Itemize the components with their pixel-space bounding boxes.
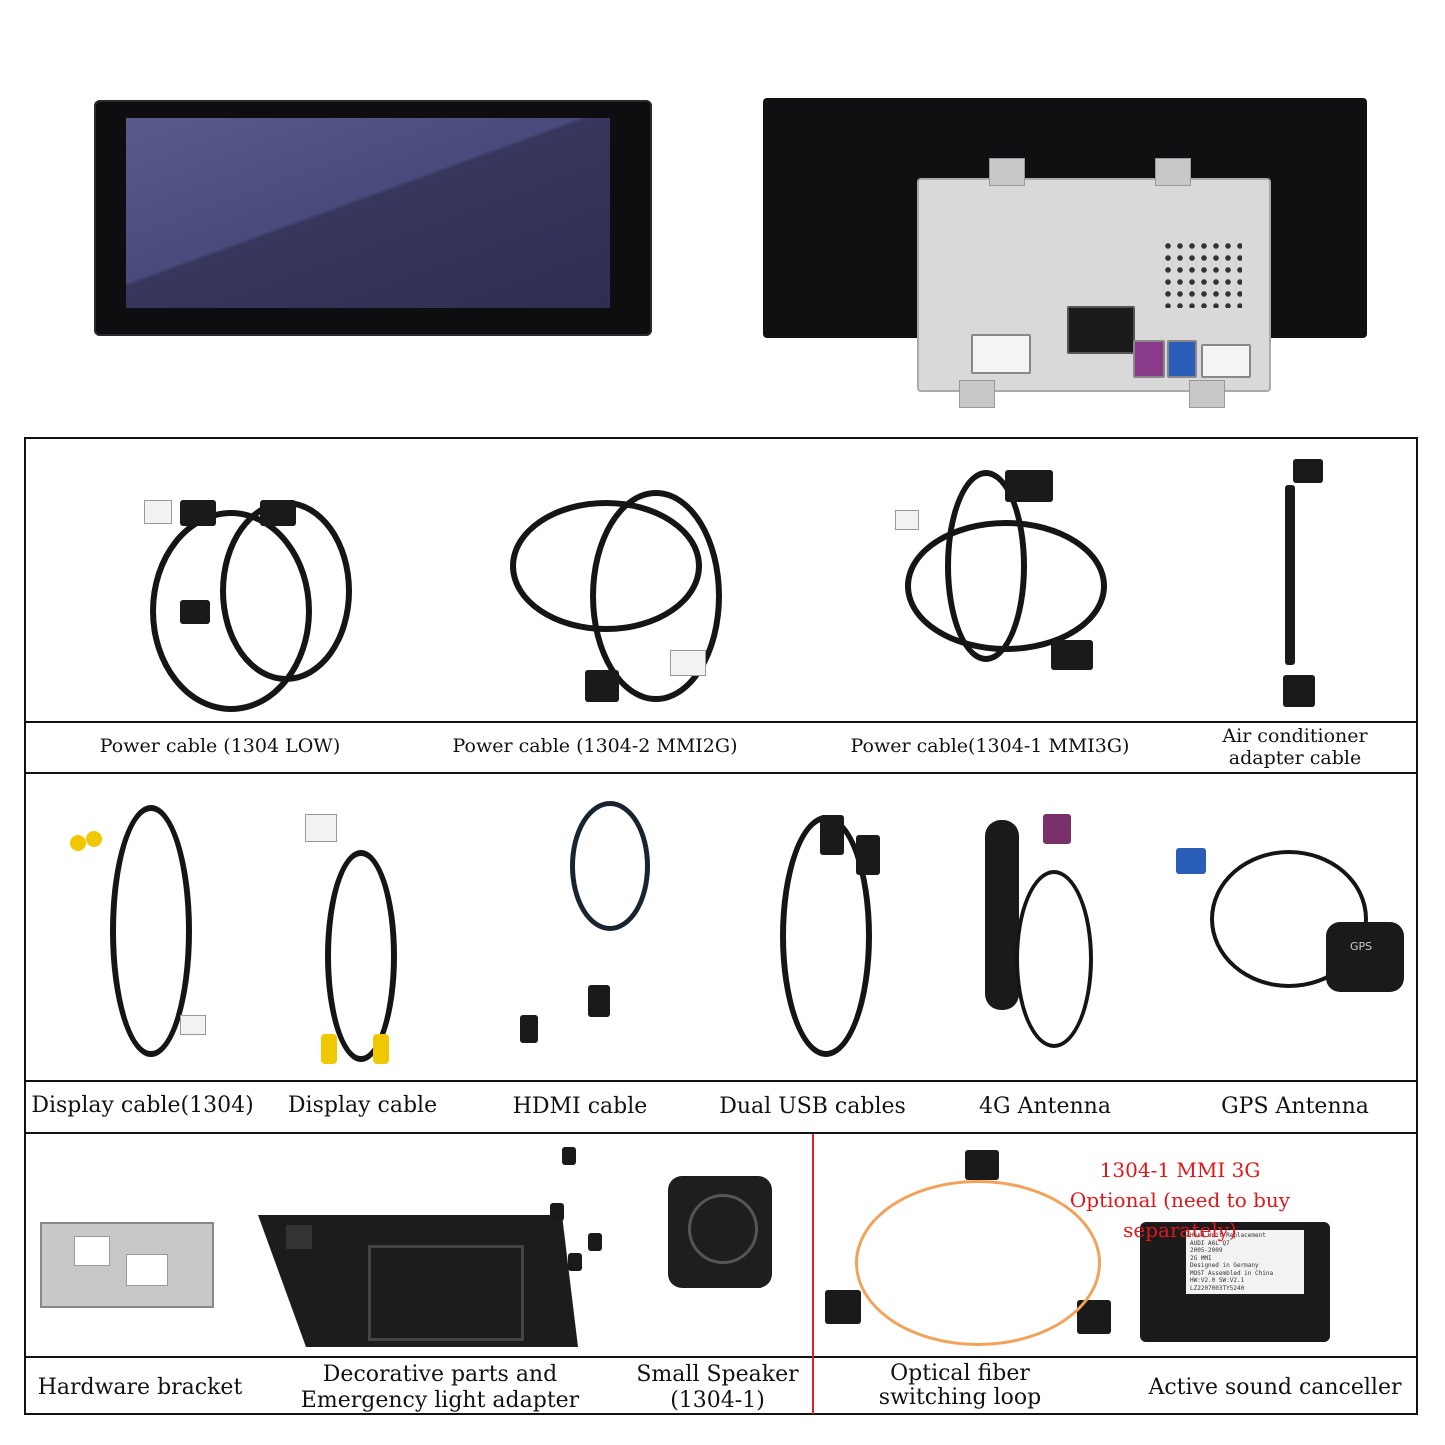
label-line: Air conditioner: [1222, 725, 1368, 747]
gps-antenna-image: GPS: [1170, 840, 1410, 1020]
head-unit-housing: [917, 158, 1271, 408]
hazard-button: [286, 1225, 312, 1249]
small-speaker-image: [668, 1176, 772, 1288]
sticker-line: 2005-2009: [1190, 1247, 1223, 1254]
sticker-line: Head Unit Replacement: [1190, 1232, 1266, 1239]
label-gps-antenna: GPS Antenna: [1221, 1094, 1369, 1119]
decorative-panel-image: [258, 1215, 578, 1347]
section-divider-red: [812, 1134, 814, 1414]
label-line: Optical fiber: [890, 1361, 1030, 1386]
air-conditioner-cable-image: [1255, 455, 1355, 710]
row-divider: [26, 772, 1418, 774]
label-line: (1304-1): [670, 1388, 765, 1413]
optional-note: 1304-1 MMI 3G Optional (need to buy sepa…: [1010, 1155, 1350, 1245]
gps-puck-text: GPS: [1350, 940, 1373, 953]
display-cable-1304-image: [60, 795, 220, 1057]
white-connector: [971, 334, 1031, 374]
row-divider: [26, 1080, 1418, 1082]
power-cable-mmi2g-image: [470, 460, 770, 710]
panel-cutout: [368, 1245, 524, 1341]
label-power-cable-mmi2g: Power cable (1304-2 MMI2G): [452, 735, 738, 757]
label-small-speaker: Small Speaker (1304-1): [630, 1362, 805, 1414]
label-optical-fiber: Optical fiber switching loop: [860, 1362, 1060, 1410]
power-cable-mmi3g-image: [855, 460, 1175, 710]
sticker-line: HW:V2.0 SW:V2.1: [1190, 1277, 1245, 1284]
accessories-grid: [24, 437, 1418, 1415]
label-line: Emergency light adapter: [300, 1388, 580, 1413]
black-connector: [1067, 306, 1135, 354]
optional-note-line: Optional (need to buy separately): [1069, 1188, 1291, 1242]
sticker-line: LZ2207003TY5240: [1190, 1284, 1245, 1292]
active-sound-canceller-image: Head Unit Replacement AUDI A6L Q7 2005-2…: [1140, 1222, 1330, 1342]
display-cable-image: [295, 800, 435, 1070]
screen-front-view: [94, 100, 652, 336]
row-divider: [26, 1132, 1418, 1134]
label-display-cable-1304: Display cable(1304): [31, 1093, 254, 1118]
sticker-line: 2G MMI: [1190, 1254, 1212, 1262]
hardware-bracket-image: [40, 1222, 214, 1308]
label-active-sound-canceller: Active sound canceller: [1148, 1375, 1402, 1400]
4g-antenna-image: [975, 810, 1095, 1050]
label-hdmi-cable: HDMI cable: [512, 1094, 648, 1119]
mount-tab: [1155, 158, 1191, 186]
row-divider: [26, 721, 1418, 723]
row-divider: [26, 1356, 1418, 1358]
label-dual-usb-cables: Dual USB cables: [719, 1094, 906, 1119]
white-connector-small: [1201, 344, 1251, 378]
label-decorative-parts: Decorative parts and Emergency light ada…: [290, 1362, 590, 1414]
optical-fiber-loop-image: [815, 1150, 1115, 1350]
sticker-line: AUDI A6L Q7: [1190, 1239, 1230, 1247]
fakra-connector-blue: [1167, 340, 1197, 378]
fakra-connector-purple: [1133, 340, 1165, 378]
mount-tab: [1189, 380, 1225, 408]
sticker-line: MOST Assembled in China: [1190, 1269, 1274, 1277]
vent-grille: [1162, 240, 1242, 308]
label-line: adapter cable: [1228, 747, 1362, 769]
power-cable-low-image: [70, 470, 370, 712]
label-display-cable: Display cable: [287, 1093, 438, 1118]
canceller-label-sticker: Head Unit Replacement AUDI A6L Q7 2005-2…: [1186, 1230, 1304, 1294]
dual-usb-cable-image: [760, 795, 910, 1057]
hdmi-cable-image: [510, 795, 660, 1060]
label-hardware-bracket: Hardware bracket: [37, 1375, 243, 1400]
label-line: switching loop: [878, 1385, 1042, 1410]
label-line: Small Speaker: [636, 1362, 799, 1387]
optional-note-line: 1304-1 MMI 3G: [1099, 1158, 1261, 1182]
mount-tab: [989, 158, 1025, 186]
speaker-grille: [688, 1194, 758, 1264]
sticker-line: Designed in Germany: [1190, 1262, 1259, 1269]
emergency-light-adapter-image: [548, 1143, 618, 1273]
label-line: Decorative parts and: [322, 1362, 558, 1387]
label-power-cable-mmi3g: Power cable(1304-1 MMI3G): [850, 735, 1130, 757]
label-4g-antenna: 4G Antenna: [979, 1094, 1111, 1119]
screen-glass: [126, 118, 610, 308]
label-power-cable-low: Power cable (1304 LOW): [99, 735, 341, 757]
mount-tab: [959, 380, 995, 408]
label-air-conditioner-cable: Air conditioner adapter cable: [1190, 725, 1400, 769]
